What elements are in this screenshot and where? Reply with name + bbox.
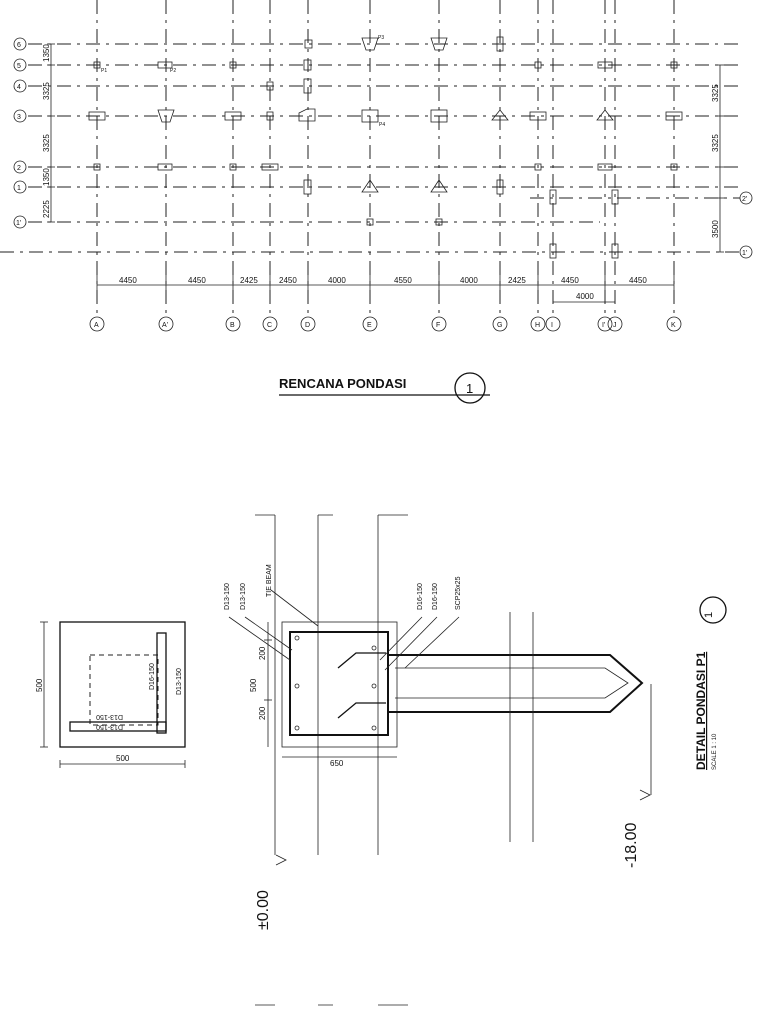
dim-right-2: 3325 (711, 134, 720, 152)
dim-right-1: 3325 (711, 84, 720, 102)
pile-label-p3: P3 (378, 35, 384, 41)
callout-left-1: D13-150 (224, 583, 231, 610)
dim-left-5: 2225 (42, 200, 51, 218)
elev-top: ±0.00 (255, 890, 272, 930)
dim-right-3: 3500 (711, 220, 720, 238)
dim-bottom-5: 4000 (328, 276, 346, 285)
detail-plan-rebar-4: D13-150 (96, 723, 123, 730)
plan-grid (0, 0, 740, 315)
dim-bottom-6: 4550 (394, 276, 412, 285)
plan-left-dimensions: 1350 3325 3325 1350 2225 (42, 43, 55, 223)
axis-bubble-H: H (535, 322, 540, 329)
axis-bubble-A-prime: A' (162, 322, 168, 329)
dim-left-1: 1350 (42, 44, 51, 62)
dim-bottom-8: 2425 (508, 276, 526, 285)
elev-pile: -18.00 (623, 823, 640, 868)
dim-v-3: 200 (258, 706, 267, 720)
plan-pile-caps: P1 P2 P3 P4 (88, 35, 683, 259)
dim-bottom-second: 4000 (576, 292, 594, 301)
detail-title-block: DETAIL PONDASI P1 SCALE 1 : 10 1 (694, 596, 727, 770)
axis-bubble-A: A (94, 322, 99, 329)
callout-right-3: SCP25x25 (455, 576, 462, 610)
callout-right-2: D16-150 (432, 583, 439, 610)
dim-bottom-4: 2450 (279, 276, 297, 285)
pile-label-p2: P2 (170, 68, 176, 74)
detail-title: DETAIL PONDASI P1 (694, 651, 708, 770)
axis-bubble-4: 4 (17, 84, 21, 91)
detail-number: 1 (703, 612, 715, 618)
dim-v-2: 500 (249, 678, 258, 692)
plan-title: RENCANA PONDASI (279, 376, 406, 391)
axis-bubble-E: E (367, 322, 372, 329)
plan-bottom-dimensions: 4450 4450 2425 2450 4000 4550 4000 2425 … (96, 268, 675, 303)
axis-bubble-2: 2 (17, 165, 21, 172)
axis-bubble-B: B (230, 322, 235, 329)
plan-title-block: RENCANA PONDASI 1 (279, 372, 490, 404)
axis-bubble-C: C (267, 322, 272, 329)
pile-label-p4: P4 (379, 122, 385, 128)
plan-left-axis-bubbles: 6 5 4 3 2 1 1' (13, 37, 27, 229)
plan-right-dimensions: 3325 3325 3500 2' 1' (711, 64, 753, 259)
axis-bubble-1-prime: 1' (16, 220, 21, 227)
axis-bubble-right-1-prime: 1' (742, 250, 747, 257)
axis-bubble-6: 6 (17, 42, 21, 49)
axis-bubble-K: K (671, 322, 676, 329)
dim-bottom-3: 2425 (240, 276, 258, 285)
dim-bottom-7: 4000 (460, 276, 478, 285)
dim-bottom-9: 4450 (561, 276, 579, 285)
dim-left-4: 1350 (42, 168, 51, 186)
axis-bubble-1: 1 (17, 185, 21, 192)
axis-bubble-F: F (436, 322, 440, 329)
pile-label-p1: P1 (101, 68, 107, 74)
axis-bubble-D: D (305, 322, 310, 329)
axis-bubble-3: 3 (17, 114, 21, 121)
detail-plan-view: 500 500 D13-150 D16-150 D13-150 D13-150 (35, 621, 186, 768)
dim-left-2: 3325 (42, 82, 51, 100)
detail-plan-dim-height: 500 (35, 678, 44, 692)
callout-right-1: D16-150 (417, 583, 424, 610)
dim-left-3: 3325 (42, 134, 51, 152)
detail-scale: SCALE 1 : 10 (712, 733, 718, 770)
plan-title-number: 1 (466, 381, 473, 396)
dim-bottom-2: 4450 (188, 276, 206, 285)
plan-bottom-axis-bubbles: A A' B C D E F G H I I' J K (89, 316, 682, 332)
dim-bottom-10: 4450 (629, 276, 647, 285)
detail-plan-rebar-1: D13-150 (96, 713, 123, 720)
axis-bubble-5: 5 (17, 63, 21, 70)
dim-h: 650 (330, 759, 344, 768)
dim-bottom-1: 4450 (119, 276, 137, 285)
detail-plan-dim-width: 500 (116, 754, 130, 763)
axis-bubble-right-2-prime: 2' (742, 196, 747, 203)
axis-bubble-G: G (497, 322, 502, 329)
dim-v-1: 200 (258, 646, 267, 660)
axis-bubble-I-prime: I' (602, 322, 605, 329)
callout-left-2: D13-150 (240, 583, 247, 610)
detail-plan-rebar-3: D13-150 (176, 668, 183, 695)
detail-plan-rebar-2: D16-150 (149, 663, 156, 690)
axis-bubble-I: I (551, 322, 553, 329)
callout-left-3: TIE BEAM (266, 564, 273, 597)
axis-bubble-J: J (613, 322, 617, 329)
detail-section: ±0.00 -18.00 200 500 200 650 D13-150 D13… (224, 514, 652, 1006)
